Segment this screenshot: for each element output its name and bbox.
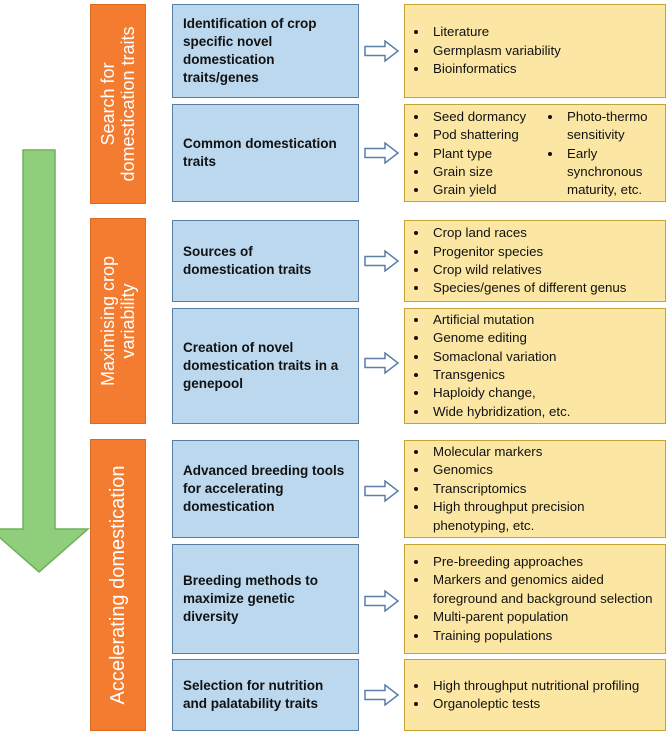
detail-item: Haploidy change, [429, 384, 570, 402]
detail-item: Somaclonal variation [429, 348, 570, 366]
detail-list: Literature Germplasm variability Bioinfo… [411, 23, 561, 78]
detail-box: Molecular markers Genomics Transcriptomi… [404, 440, 666, 538]
section-search-traits: Search for domestication traits [90, 4, 146, 204]
right-arrow-icon [364, 250, 400, 272]
trait-box: Sources of domestication traits [172, 220, 359, 302]
trait-box: Identification of crop specific novel do… [172, 4, 359, 98]
detail-item: Wide hybridization, etc. [429, 403, 570, 421]
section-maximising-variability: Maximising crop variability [90, 218, 146, 424]
detail-list: Photo-thermo sensitivity Early synchrono… [545, 108, 671, 200]
detail-item: Crop land races [429, 224, 626, 242]
detail-list: Crop land races Progenitor species Crop … [411, 224, 626, 297]
detail-list: Molecular markers Genomics Transcriptomi… [411, 443, 659, 535]
trait-label: Creation of novel domestication traits i… [183, 339, 339, 392]
detail-list: Pre-breeding approaches Markers and geno… [411, 553, 659, 645]
section-label-line: variability [118, 283, 138, 359]
right-arrow-icon [364, 590, 400, 612]
detail-item: Pre-breeding approaches [429, 553, 659, 571]
right-arrow-icon [364, 480, 400, 502]
detail-item: Literature [429, 23, 561, 41]
section-label-line: domestication traits [118, 26, 138, 182]
detail-item: Bioinformatics [429, 60, 561, 78]
detail-item: Grain size [429, 163, 539, 181]
section-accelerating-domestication: Accelerating domestication [90, 439, 146, 731]
detail-item: Species/genes of different genus [429, 279, 626, 297]
right-arrow-icon [364, 40, 400, 62]
detail-item: Pod shattering [429, 126, 539, 144]
section-label-line: Maximising crop [97, 255, 118, 387]
detail-item: High throughput precision phenotyping, e… [429, 498, 659, 535]
detail-item: Progenitor species [429, 243, 626, 261]
right-arrow-icon [364, 352, 400, 374]
detail-list: High throughput nutritional profiling Or… [411, 677, 639, 714]
trait-label: Selection for nutrition and palatability… [183, 677, 324, 711]
trait-label: Breeding methods to maximize genetic div… [183, 572, 319, 625]
right-arrow-icon [364, 684, 400, 706]
detail-item: Transcriptomics [429, 480, 659, 498]
section-label-line: Accelerating domestication [106, 465, 129, 705]
detail-box: Literature Germplasm variability Bioinfo… [404, 4, 666, 98]
detail-item: Photo-thermo sensitivity [563, 108, 671, 145]
trait-box: Selection for nutrition and palatability… [172, 659, 359, 731]
trait-box: Breeding methods to maximize genetic div… [172, 544, 359, 654]
detail-list: Artificial mutation Genome editing Somac… [411, 311, 570, 421]
right-arrow-icon [364, 142, 400, 164]
detail-box: Crop land races Progenitor species Crop … [404, 220, 666, 302]
detail-item: Training populations [429, 627, 659, 645]
section-label-line: Search for [97, 62, 118, 146]
trait-box: Advanced breeding tools for accelerating… [172, 440, 359, 538]
detail-item: Transgenics [429, 366, 570, 384]
detail-item: Germplasm variability [429, 42, 561, 60]
trait-label: Common domestication traits [183, 135, 337, 169]
detail-box: Artificial mutation Genome editing Somac… [404, 308, 666, 424]
detail-item: Multi-parent population [429, 608, 659, 626]
trait-label: Advanced breeding tools for accelerating… [183, 462, 345, 515]
detail-box: Pre-breeding approaches Markers and geno… [404, 544, 666, 654]
detail-box: Seed dormancy Pod shattering Plant type … [404, 104, 666, 202]
detail-item: Plant type [429, 145, 539, 163]
detail-item: Crop wild relatives [429, 261, 626, 279]
detail-item: Genomics [429, 461, 659, 479]
detail-item: Early synchronous maturity, etc. [563, 145, 671, 200]
detail-item: High throughput nutritional profiling [429, 677, 639, 695]
detail-item: Seed dormancy [429, 108, 539, 126]
detail-box: High throughput nutritional profiling Or… [404, 659, 666, 731]
detail-item: Organoleptic tests [429, 695, 639, 713]
trait-label: Identification of crop specific novel do… [183, 15, 317, 86]
trait-box: Creation of novel domestication traits i… [172, 308, 359, 424]
detail-item: Markers and genomics aided foreground an… [429, 571, 659, 608]
detail-item: Grain yield [429, 181, 539, 199]
trait-label: Sources of domestication traits [183, 243, 312, 277]
detail-item: Artificial mutation [429, 311, 570, 329]
trait-box: Common domestication traits [172, 104, 359, 202]
detail-item: Molecular markers [429, 443, 659, 461]
detail-list: Seed dormancy Pod shattering Plant type … [411, 108, 539, 200]
detail-item: Genome editing [429, 329, 570, 347]
